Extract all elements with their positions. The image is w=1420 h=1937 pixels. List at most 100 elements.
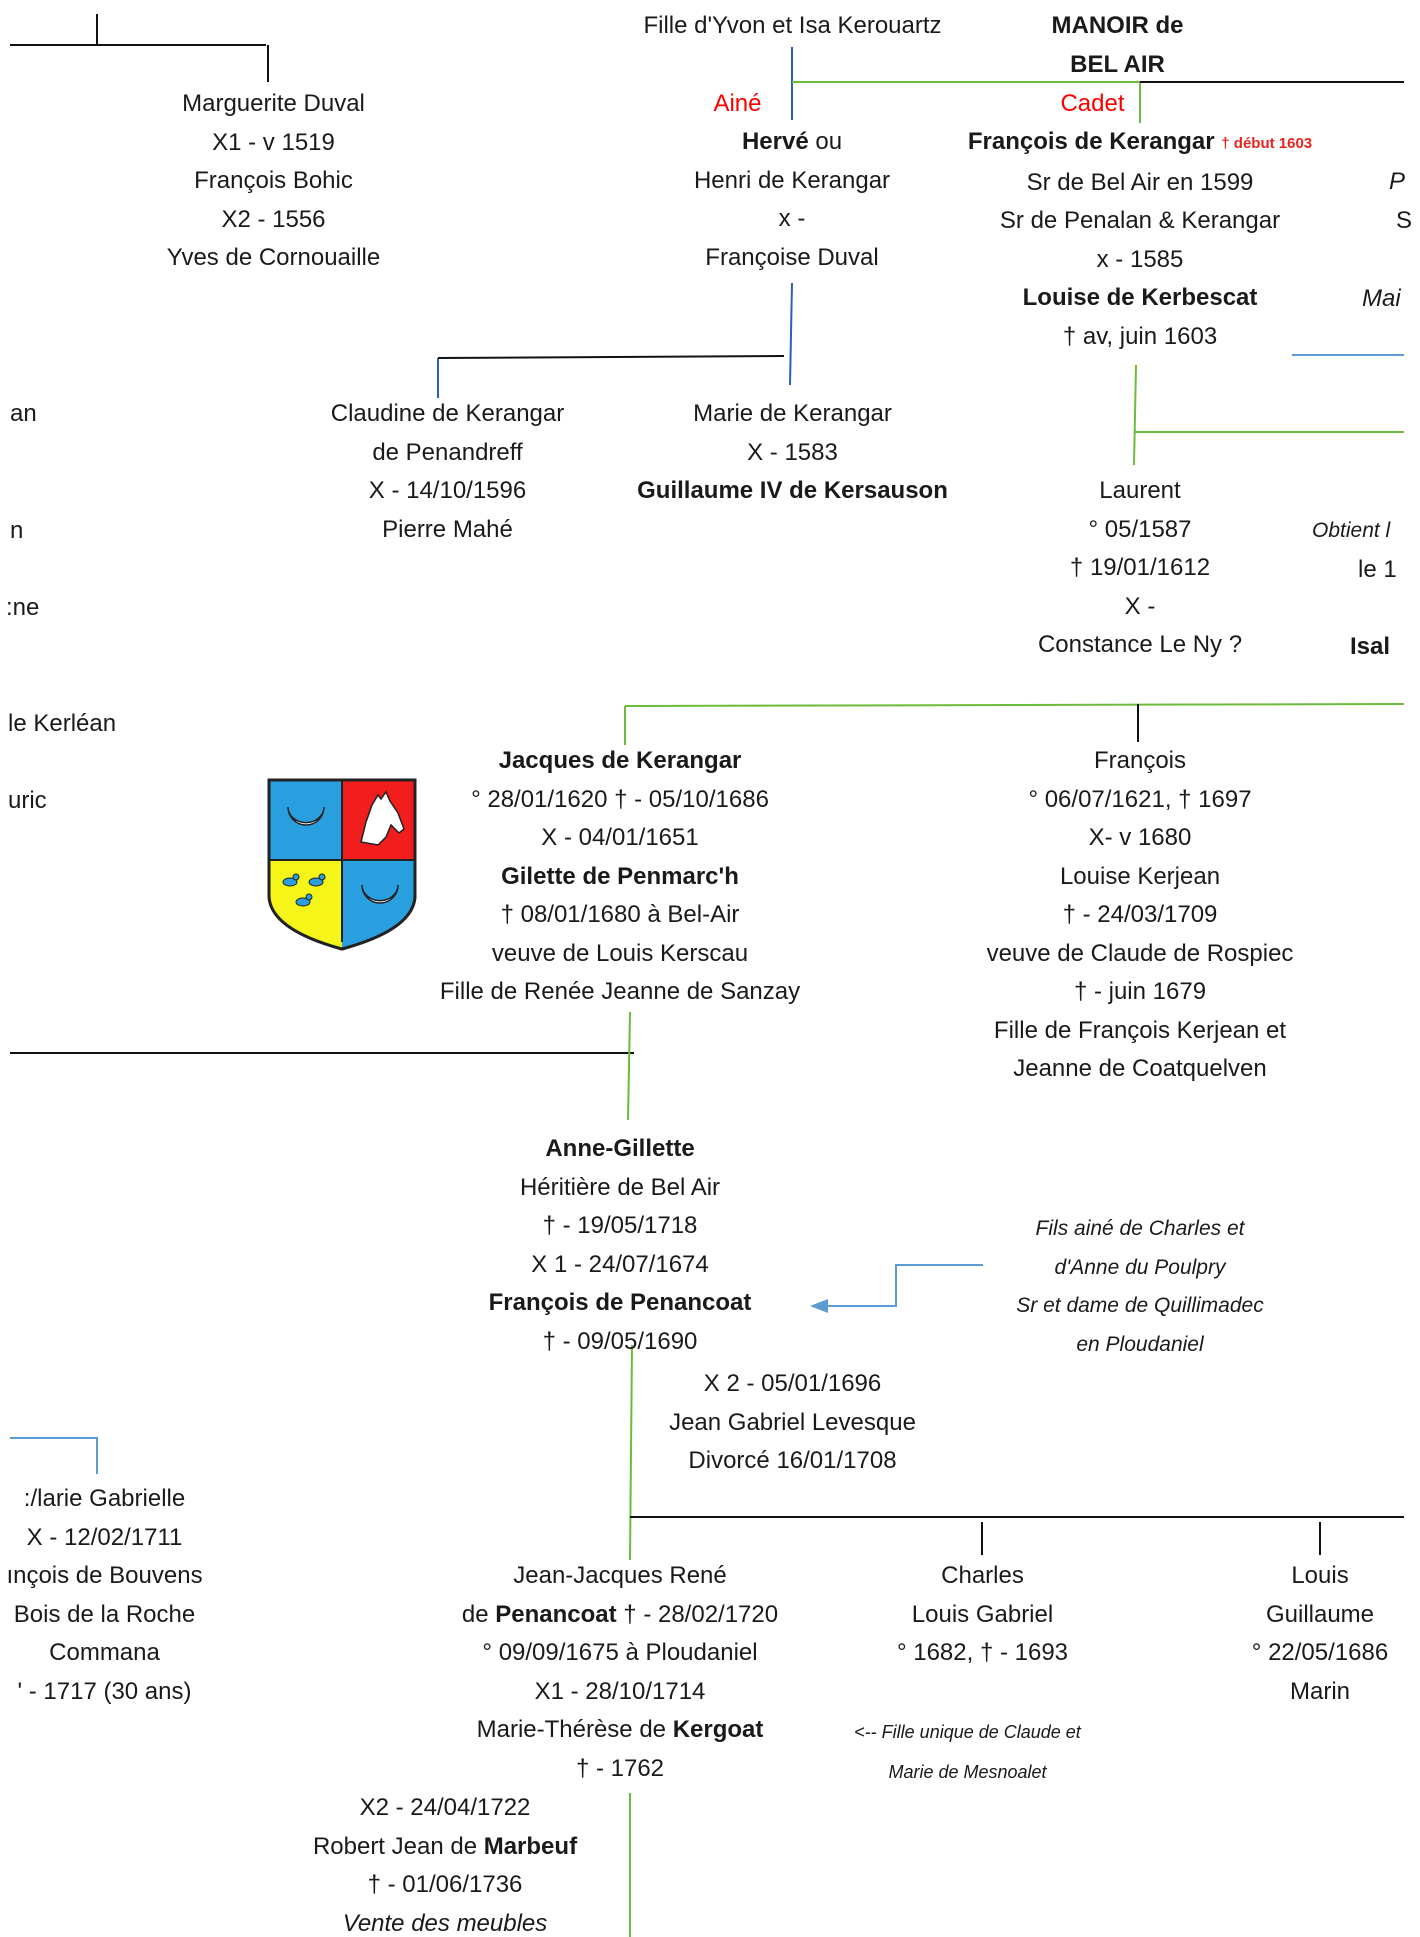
charles-block: Charles Louis Gabriel ° 1682, † - 1693: [860, 1557, 1105, 1673]
marriage-line: X1 - 28/10/1714: [534, 1677, 706, 1705]
spouse-surname: Kergoat: [672, 1716, 764, 1743]
spouse-name: Yves de Cornouaille: [166, 244, 381, 271]
person-name: Anne-Gillette: [545, 1135, 695, 1162]
left-edge-fragment: uric: [8, 787, 47, 814]
note-line: d'Anne du Poulpry: [1054, 1255, 1226, 1279]
note-line: Marie de Mesnoalet: [888, 1762, 1047, 1782]
right-edge-fragment: le 1: [1358, 556, 1397, 583]
death-line: ' - 1717 (30 ans): [17, 1677, 192, 1705]
jean-jacques-rene-block: Jean-Jacques René de Penancoat † - 28/02…: [420, 1557, 820, 1788]
marriage-line: X- v 1680: [1088, 824, 1192, 851]
spouse-name: François de Penancoat: [488, 1289, 752, 1316]
alt-name: Henri de Kerangar: [693, 166, 891, 194]
herve-name: Hervé: [741, 128, 809, 155]
title-line: de Penandreff: [372, 438, 523, 466]
death-date: † - 28/02/1720: [616, 1600, 779, 1628]
note-line: Fils ainé de Charles et: [1035, 1217, 1245, 1240]
daughter-of-text: Fille d'Yvon et Isa Kerouartz: [643, 12, 942, 39]
claudine-block: Claudine de Kerangar de Penandreff X - 1…: [305, 395, 590, 549]
spouse-name: Jean Gabriel Levesque: [669, 1408, 916, 1436]
second-marriage-block: X 2 - 05/01/1696 Jean Gabriel Levesque D…: [640, 1365, 945, 1481]
right-edge-fragment: P: [1389, 168, 1406, 195]
kergoat-note: <-- Fille unique de Claude et Marie de M…: [835, 1712, 1100, 1792]
death-line: † - juin 1679: [1073, 978, 1207, 1005]
marriage-line: X2 - 1556: [221, 205, 326, 233]
person-name: Jacques de Kerangar: [498, 747, 742, 774]
francois-de-kerangar-block: François de Kerangar † début 1603 Sr de …: [940, 123, 1340, 356]
note-line: <-- Fille unique de Claude et: [854, 1722, 1081, 1742]
marriage-line: X2 - 24/04/1722: [359, 1794, 531, 1821]
note-line: Sr et dame de Quillimadec: [1016, 1294, 1264, 1317]
herve-block: Hervé ou Henri de Kerangar x - Françoise…: [642, 123, 942, 277]
spouse-surname: Marbeuf: [483, 1832, 578, 1860]
death-line: † 08/01/1680 à Bel-Air: [500, 901, 740, 928]
marriage-line: X1 - v 1519: [212, 128, 335, 156]
birth-death-line: ° 06/07/1621, † 1697: [1028, 785, 1252, 813]
spouse-name: Marie-Thérèse de: [476, 1716, 673, 1743]
left-edge-fragment: n: [10, 517, 24, 544]
marbeuf-block: X2 - 24/04/1722 Robert Jean de Marbeuf †…: [285, 1789, 605, 1937]
person-name: Louis Gabriel: [911, 1600, 1054, 1628]
right-edge-fragment: S: [1396, 207, 1413, 234]
parents-line: Jeanne de Coatquelven: [1013, 1055, 1267, 1082]
spouse-name: Louise de Kerbescat: [1022, 284, 1258, 311]
spouse-name: François Bohic: [194, 167, 353, 194]
death-line: † - 19/05/1718: [542, 1212, 698, 1239]
marguerite-duval-block: Marguerite Duval X1 - v 1519 François Bo…: [106, 85, 441, 278]
spouse-line: Robert Jean de Marbeuf: [285, 1828, 605, 1867]
birth-death-line: ° 28/01/1620 † - 05/10/1686: [471, 785, 769, 813]
aine-label: Ainé: [680, 85, 795, 124]
death-line: † - 01/06/1736: [367, 1871, 523, 1898]
birth-death-line: ° 1682, † - 1693: [896, 1639, 1069, 1666]
person-name: :/larie Gabrielle: [23, 1485, 186, 1512]
spouse-name: Louise Kerjean: [1059, 862, 1221, 890]
widow-line: veuve de Louis Kerscau: [491, 939, 749, 967]
birth-line: ° 22/05/1686: [1251, 1639, 1389, 1666]
cadet-text: Cadet: [1060, 90, 1125, 117]
spouse-name: Robert Jean de: [312, 1832, 484, 1860]
person-name: Louis: [1291, 1562, 1349, 1589]
marriage-line: X - 1583: [747, 438, 838, 466]
marriage-line: X -: [1124, 592, 1156, 620]
title-line: Sr de Penalan & Kerangar: [999, 207, 1281, 234]
marriage-line: X 1 - 24/07/1674: [531, 1250, 709, 1278]
penancoat-note: Fils ainé de Charles et d'Anne du Poulpr…: [975, 1210, 1305, 1364]
left-edge-fragment: le Kerléan: [8, 710, 117, 737]
manor-title: MANOIR de BEL AIR: [1000, 7, 1235, 84]
jacques-de-kerangar-block: Jacques de Kerangar ° 28/01/1620 † - 05/…: [410, 742, 830, 1012]
marriage-line: X - 12/02/1711: [26, 1523, 183, 1551]
person-name: Marguerite Duval: [182, 90, 365, 117]
person-name: François de Kerangar † début 1603: [940, 123, 1340, 164]
spouse-name: Guillaume IV de Kersauson: [637, 477, 948, 504]
title-line: Bois de la Roche: [13, 1600, 196, 1628]
person-name: Claudine de Kerangar: [330, 400, 565, 427]
place-line: Commana: [49, 1639, 160, 1666]
surname-line: de Penancoat † - 28/02/1720: [420, 1596, 820, 1635]
birth-line: ° 05/1587: [1088, 515, 1192, 543]
person-name: Marie de Kerangar: [693, 400, 892, 427]
spouse-name: Pierre Mahé: [382, 515, 513, 543]
marriage-line: x - 1585: [1096, 245, 1184, 273]
death-line: † - 24/03/1709: [1062, 901, 1218, 928]
person-name: François: [1093, 747, 1187, 774]
surname: Penancoat: [495, 1600, 617, 1628]
marie-gabrielle-block: :/larie Gabrielle X - 12/02/1711 ınçois …: [0, 1480, 237, 1711]
title-line: Héritière de Bel Air: [519, 1173, 721, 1201]
right-edge-fragment: Obtient l: [1312, 519, 1391, 542]
death-note: † début 1603: [1221, 135, 1313, 152]
herve-name-rest: ou: [808, 128, 843, 155]
aine-text: Ainé: [713, 90, 762, 117]
marriage-line: X - 14/10/1596: [368, 477, 527, 504]
marie-de-kerangar-block: Marie de Kerangar X - 1583 Guillaume IV …: [620, 395, 965, 511]
manor-title-line2: BEL AIR: [1070, 50, 1165, 78]
person-name: Hervé ou: [642, 123, 942, 162]
left-edge-fragment: an: [10, 400, 37, 427]
widow-line: veuve de Claude de Rospiec: [986, 939, 1294, 967]
anne-gillette-block: Anne-Gillette Héritière de Bel Air † - 1…: [470, 1130, 770, 1361]
death-line: † av, juin 1603: [1062, 322, 1218, 350]
note-line: en Ploudaniel: [1076, 1332, 1204, 1356]
right-edge-fragment: Mai: [1362, 285, 1401, 312]
marriage-line: X - 04/01/1651: [541, 824, 699, 851]
